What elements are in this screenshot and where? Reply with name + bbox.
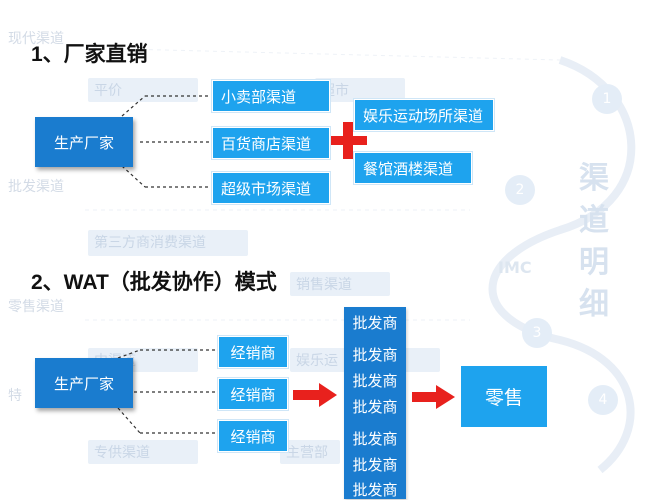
bg-circle-4: 4 xyxy=(588,385,618,415)
bg-box-pingjia: 平价 xyxy=(88,78,198,102)
bg-vertical-char-2: 道 xyxy=(579,203,609,238)
bg-box-sales: 销售渠道 xyxy=(290,272,390,296)
section2-title: 2、WAT（批发协作）模式 xyxy=(31,271,277,294)
wholesaler-column: 批发商 批发商 批发商 批发商 批发商 批发商 批发商 xyxy=(344,307,406,499)
bg-label-modern: 现代渠道 xyxy=(8,31,64,47)
section1-title: 1、厂家直销 xyxy=(31,43,148,66)
bg-circle-1: 1 xyxy=(592,84,622,114)
channel-department-store: 百货商店渠道 xyxy=(211,126,331,160)
section1-connectors xyxy=(121,95,212,188)
bg-vertical-char-1: 渠 xyxy=(579,161,609,196)
channel-kiosk: 小卖部渠道 xyxy=(211,79,331,113)
bg-label-wholesale: 批发渠道 xyxy=(8,179,64,195)
channel-restaurant: 餐馆酒楼渠道 xyxy=(353,151,473,185)
section2-producer-box: 生产厂家 xyxy=(35,358,133,408)
bg-circle-3: 3 xyxy=(522,318,552,348)
wholesaler-7: 批发商 xyxy=(352,481,398,499)
wholesaler-1: 批发商 xyxy=(352,314,398,332)
bg-box-exclusive: 专供渠道 xyxy=(88,440,198,464)
channel-entertainment-sports: 娱乐运动场所渠道 xyxy=(353,98,495,132)
red-arrow-agents-to-wholesalers xyxy=(293,383,337,407)
plus-sign xyxy=(329,122,367,159)
bg-circle-2: 2 xyxy=(505,175,535,205)
wholesaler-5: 批发商 xyxy=(352,430,398,448)
agent-box-2: 经销商 xyxy=(217,377,289,411)
bg-box-third-party: 第三方商消费渠道 xyxy=(88,230,248,256)
bg-logo: IMC xyxy=(498,258,532,277)
channel-supermarket: 超级市场渠道 xyxy=(211,171,331,205)
red-arrow-wholesalers-to-retail xyxy=(412,385,455,409)
bg-label-special: 特 xyxy=(8,388,22,404)
wholesaler-6: 批发商 xyxy=(352,456,398,474)
wholesaler-4: 批发商 xyxy=(352,398,398,416)
bg-vertical-char-4: 细 xyxy=(579,287,609,322)
retail-box: 零售 xyxy=(461,366,547,427)
section1-producer-box: 生产厂家 xyxy=(35,117,133,167)
bg-label-retail: 零售渠道 xyxy=(8,299,64,315)
bg-vertical-char-3: 明 xyxy=(579,245,609,280)
wholesaler-3: 批发商 xyxy=(352,372,398,390)
agent-box-1: 经销商 xyxy=(217,335,289,369)
bg-box-main: 主营部 xyxy=(280,440,340,464)
agent-box-3: 经销商 xyxy=(217,419,289,453)
wholesaler-2: 批发商 xyxy=(352,346,398,364)
section2-connectors xyxy=(117,349,218,434)
